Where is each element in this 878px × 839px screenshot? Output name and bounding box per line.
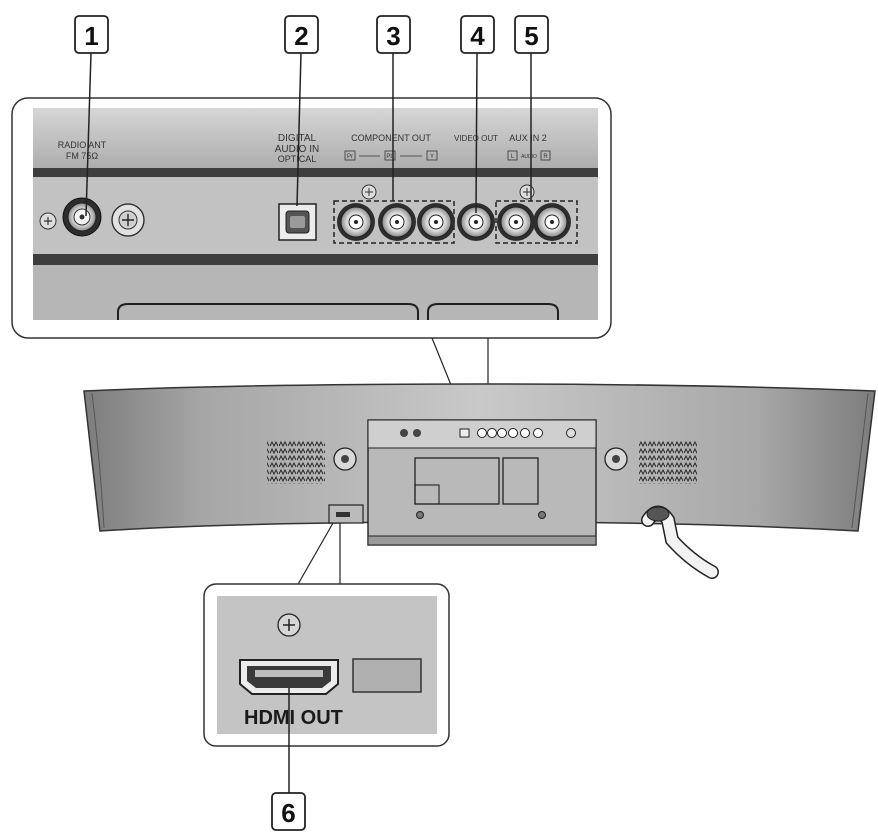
label-optical: OPTICAL [278, 154, 317, 164]
hdmi-panel-screw [277, 613, 301, 637]
label-fm-75: FM 75Ω [66, 151, 99, 161]
callout-3-number: 3 [386, 21, 400, 51]
callout-6: 6 [271, 688, 306, 831]
aux-r-box [540, 150, 551, 161]
component-screw [361, 184, 377, 200]
panel-dark-strip-bottom [33, 254, 598, 265]
mini-jacks [400, 428, 576, 438]
terminal-recess-right [502, 457, 539, 505]
callout-1-number: 1 [84, 21, 98, 51]
hdmi-port-mini [336, 512, 350, 517]
aux-jack-right[interactable] [533, 203, 571, 241]
video-out-jack[interactable] [457, 203, 495, 241]
comp-pr-box [344, 150, 356, 161]
aux-l-box [507, 150, 518, 161]
vent-grille-right [639, 440, 697, 484]
hdmi-out-port[interactable] [239, 659, 339, 695]
screw-left [39, 212, 57, 230]
device-rear [83, 383, 876, 579]
screw-antenna-right [111, 203, 145, 237]
aux-channel-row: L AUDIO R [507, 150, 551, 161]
aux-r-label: R [543, 154, 548, 160]
panel-cutout-left [117, 303, 419, 320]
aux-group-outline [495, 200, 578, 244]
callout-1: 1 [74, 15, 109, 217]
terminal-screw-b [538, 511, 546, 519]
zoom-panel-hdmi: HDMI OUT [203, 583, 450, 747]
callout-5-number: 5 [524, 21, 538, 51]
aux-audio-label: AUDIO [521, 154, 537, 160]
label-aux-in-2: AUX IN 2 [509, 133, 547, 143]
callout-4: 4 [460, 15, 495, 214]
power-cable-grommet [646, 506, 670, 522]
mount-screw-left [333, 447, 357, 471]
mount-screw-right [604, 447, 628, 471]
callout-6-number: 6 [281, 798, 295, 828]
comp-pr-label: Pr [347, 154, 353, 160]
aux-l-label: L [511, 154, 515, 160]
callout-4-leader [475, 52, 478, 214]
vent-grille-left [267, 440, 325, 484]
callout-4-number: 4 [470, 21, 485, 51]
terminal-panel-base [367, 535, 597, 546]
aux-screw [519, 184, 535, 200]
panel-label-band [33, 108, 598, 174]
comp-pb-box [384, 150, 396, 161]
zoom-panel-top: RADIO ANT FM 75Ω DIGITAL AUDIO IN OPTICA… [11, 97, 612, 339]
callout-1-leader [85, 52, 92, 217]
terminal-recess-small [414, 484, 440, 505]
hdmi-out-label: HDMI OUT [244, 707, 343, 729]
comp-pb-label: Pb [386, 154, 394, 160]
terminal-screw-a [416, 511, 424, 519]
label-digital: DIGITAL [278, 133, 317, 144]
callout-2-number: 2 [294, 21, 308, 51]
panel-dark-strip-top [33, 168, 598, 177]
hdmi-panel-blank-plate [352, 658, 422, 693]
panel-cutout-right [427, 303, 559, 320]
callout-3: 3 [376, 15, 411, 201]
callout-6-box [271, 792, 306, 831]
component-jack-y[interactable] [417, 203, 455, 241]
component-jack-pb[interactable] [378, 203, 416, 241]
callout-2-leader [296, 52, 302, 207]
comp-y-box [426, 150, 438, 161]
callout-4-box [460, 15, 495, 54]
callout-1-box [74, 15, 109, 54]
component-channel-row: Pr Pb Y [344, 150, 438, 161]
terminal-recess-left [414, 457, 500, 505]
callout-5: 5 [514, 15, 549, 201]
panel-lower-band [33, 265, 598, 320]
label-radio-ant: RADIO ANT [58, 140, 107, 150]
callout-2-box [284, 15, 319, 54]
component-jack-pr[interactable] [337, 203, 375, 241]
label-component-out: COMPONENT OUT [351, 133, 431, 143]
aux-jack-left[interactable] [497, 203, 535, 241]
optical-input-jack[interactable] [278, 203, 317, 241]
fm-antenna-jack[interactable] [62, 197, 102, 237]
hdmi-zoom-leader-left [296, 522, 334, 587]
callout-2: 2 [284, 15, 319, 207]
label-audio-in: AUDIO IN [275, 144, 319, 155]
device-edge-left [91, 392, 105, 529]
device-edge-right [851, 392, 869, 529]
comp-y-label: Y [430, 154, 434, 160]
